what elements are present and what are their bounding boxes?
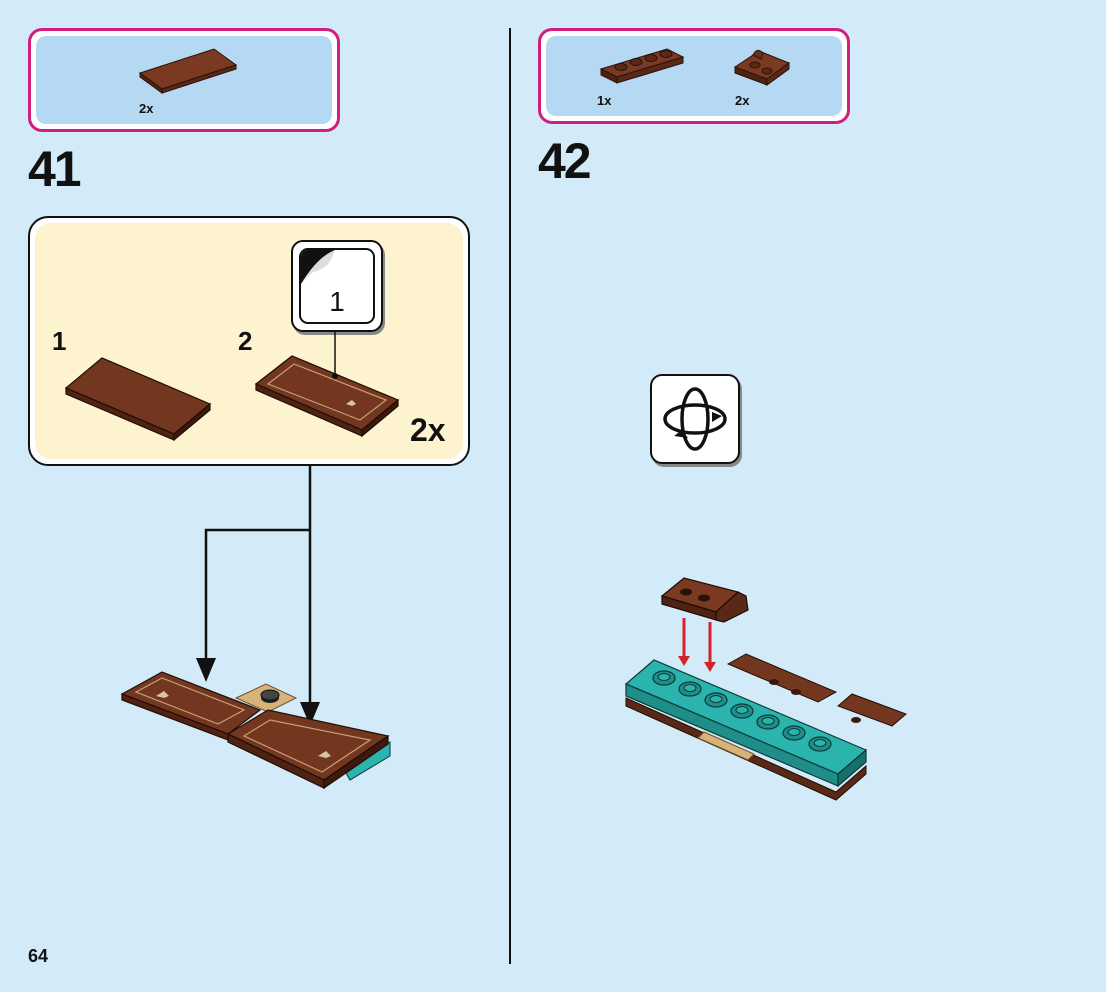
- brown-tile-part-icon: [138, 48, 238, 94]
- sticker-sheet-frame: 1: [299, 248, 375, 324]
- page-number: 64: [28, 946, 49, 966]
- subassembly-callout: [28, 216, 470, 466]
- brown-plate-part-icon: [599, 48, 685, 84]
- part-quantity: 2x: [735, 93, 750, 108]
- part-quantity: 1x: [597, 93, 612, 108]
- substep-number-1: 1: [52, 326, 67, 356]
- parts-callout-background: [546, 36, 842, 116]
- part-quantity: 2x: [139, 101, 154, 116]
- page-curl-icon: [301, 250, 335, 284]
- sticker-number: 1: [329, 286, 345, 317]
- subassembly-background: [35, 223, 463, 459]
- sticker-sheet-card: 1: [291, 240, 383, 332]
- rotate-model-card: [650, 374, 740, 464]
- substep-number-2: 2: [238, 326, 253, 356]
- rotate-model-icon: [663, 387, 727, 451]
- subassembly-quantity: 2x: [410, 412, 446, 448]
- sticker-leader-line: [332, 330, 338, 379]
- step-42-assembly-illustration: [624, 577, 907, 801]
- parts-callout-step-42: 1x 2x: [538, 28, 850, 124]
- step-number-42: 42: [538, 133, 592, 189]
- step-number-41: 41: [28, 141, 82, 197]
- column-divider: [509, 28, 511, 964]
- brown-bracket-part-icon: [733, 49, 791, 86]
- placement-arrows: [196, 464, 320, 726]
- brown-tile-illustration: [64, 357, 212, 442]
- stickered-tile-illustration: [254, 355, 400, 438]
- parts-callout-step-41: 2x: [28, 28, 340, 132]
- step-41-assembly-illustration: [120, 671, 391, 790]
